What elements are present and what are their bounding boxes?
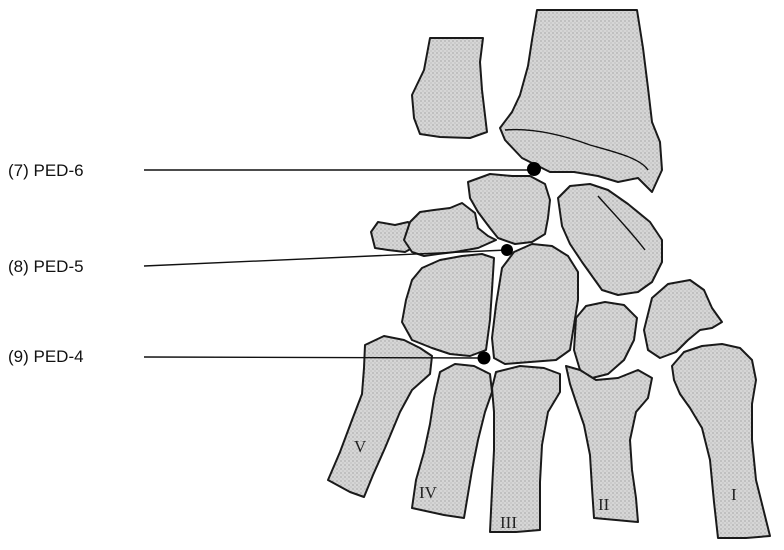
metacarpal-label-iii: III bbox=[500, 513, 517, 532]
metacarpal-i-bone bbox=[672, 344, 770, 538]
measurement-point-ped-6 bbox=[527, 162, 541, 176]
measurement-point-ped-4 bbox=[478, 352, 491, 365]
callout-label-ped-4: (9) PED-4 bbox=[8, 347, 84, 366]
metacarpal-label-ii: II bbox=[598, 495, 610, 514]
measurement-point-ped-5 bbox=[501, 244, 513, 256]
callout-label-ped-6: (7) PED-6 bbox=[8, 161, 84, 180]
metacarpal-label-iv: IV bbox=[419, 483, 438, 502]
callout-leader-ped-4 bbox=[144, 357, 484, 358]
capitate-bone bbox=[492, 244, 578, 364]
metacarpal-v-bone bbox=[328, 336, 432, 497]
radius-bone bbox=[500, 10, 662, 192]
callout-label-ped-5: (8) PED-5 bbox=[8, 257, 84, 276]
ulna-bone bbox=[412, 38, 487, 138]
metacarpal-label-i: I bbox=[731, 485, 737, 504]
metacarpal-label-v: V bbox=[354, 437, 367, 456]
hamate-bone bbox=[402, 254, 494, 356]
metacarpal-iii-bone bbox=[490, 366, 560, 532]
trapezoid-bone bbox=[574, 302, 637, 378]
